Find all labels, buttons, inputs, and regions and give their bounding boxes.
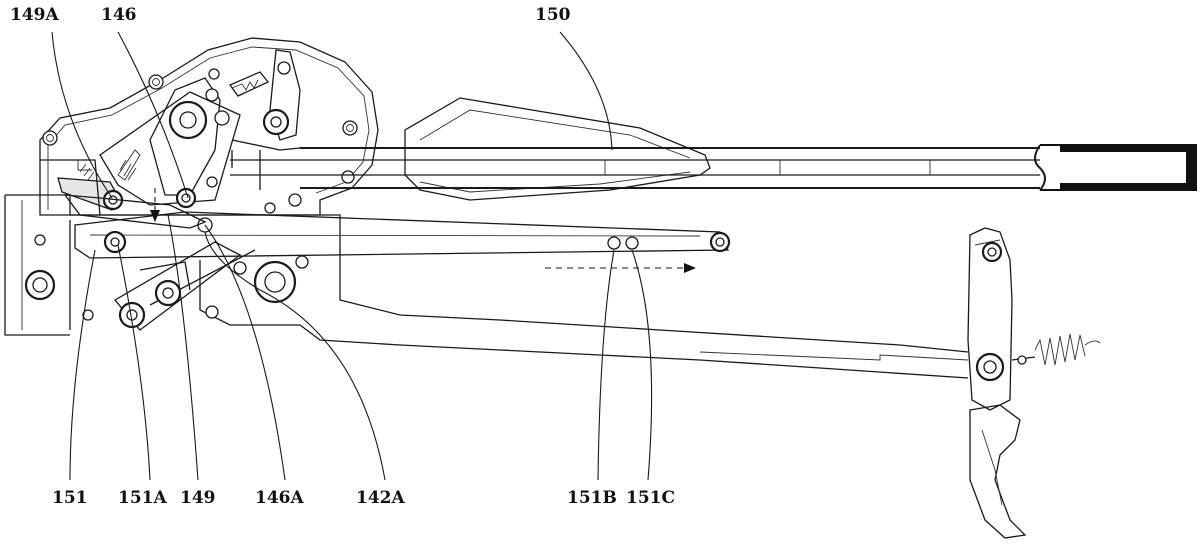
lower-frame [4,194,969,379]
lower-lever [114,241,256,331]
reference-labels: 149A 146 150 151 151A 149 146A 142A 151B… [10,5,675,508]
label-151B: 151B [567,488,617,508]
sliding-bar-151 [63,194,731,259]
label-146A: 146A [255,488,304,508]
arrow-shaft [230,144,1197,191]
label-150: 150 [535,5,571,25]
label-151: 151 [52,488,88,508]
label-149: 149 [180,488,216,508]
label-142A: 142A [356,488,405,508]
trigger-assembly [967,227,1101,539]
label-146: 146 [101,5,137,25]
leader-lines [51,31,653,481]
label-151A: 151A [118,488,167,508]
label-151C: 151C [626,488,675,508]
label-149A: 149A [10,5,59,25]
motion-arrows [150,188,696,273]
linkage-plates [99,49,301,206]
